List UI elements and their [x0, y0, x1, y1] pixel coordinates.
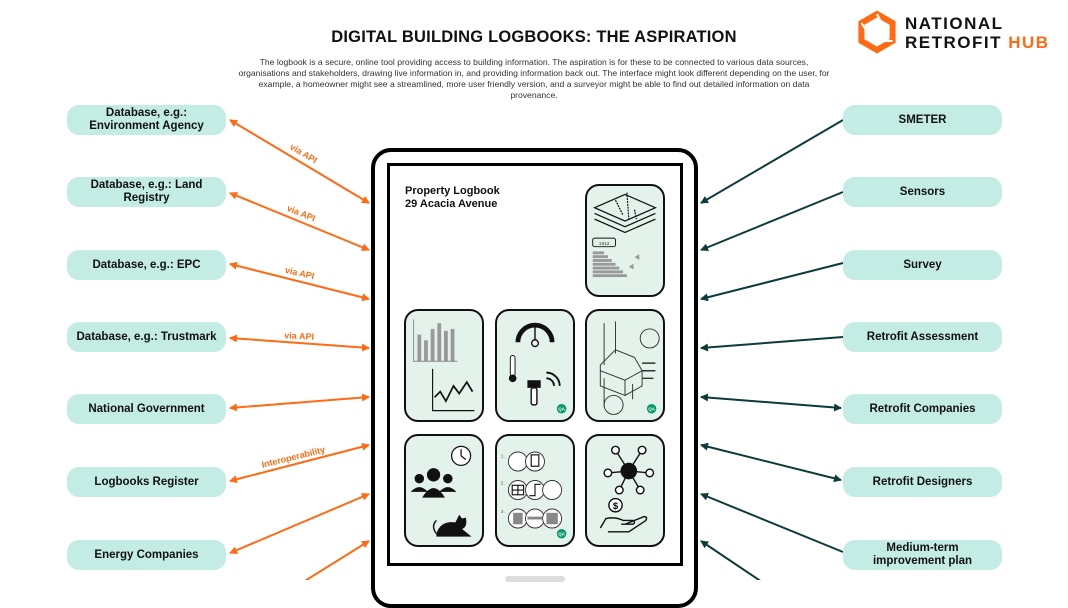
tile-retrofit-measures: 1. 2. 3. QA: [495, 434, 575, 547]
arrow-retrofit-assessment: [700, 336, 844, 352]
node-survey: Survey: [843, 250, 1002, 280]
house-diagram-icon: QA: [599, 321, 660, 415]
node-logbooks-register: Logbooks Register: [67, 467, 226, 497]
qa-badge: QA: [558, 532, 564, 537]
node-sensors: Sensors: [843, 177, 1002, 207]
connection-arrows: via API via API via API via API Interope…: [229, 119, 844, 580]
tile-sensors: QA: [495, 309, 575, 422]
logo-text-hub: HUB: [1008, 33, 1050, 52]
arrow-smeter: [700, 119, 844, 204]
qa-badge: QA: [558, 407, 564, 412]
tile-house-survey: QA: [585, 309, 665, 422]
property-title: Property Logbook: [405, 185, 500, 197]
node-trustmark: Database, e.g.: Trustmark: [67, 322, 226, 352]
node-smeter: SMETER: [843, 105, 1002, 135]
svg-text:$: $: [613, 501, 619, 512]
arrow-environment-agency: [229, 119, 370, 204]
arrow-retrofit-designers: [700, 442, 842, 483]
tile-network-finance: $: [585, 434, 665, 547]
logo-text-retrofit: RETROFIT: [905, 33, 1002, 52]
edge-label: via API: [288, 141, 319, 165]
tile-occupants: [404, 434, 484, 547]
node-environment-agency: Database, e.g.: Environment Agency: [67, 105, 226, 135]
edge-label: via API: [284, 330, 314, 342]
node-epc: Database, e.g.: EPC: [67, 250, 226, 280]
arrow-logbooks-register: [229, 442, 370, 484]
node-national-government: National Government: [67, 394, 226, 424]
tablet-home-button: [505, 576, 565, 582]
arrow-epc: [229, 261, 370, 302]
qa-badge: QA: [648, 407, 654, 412]
description: The logbook is a secure, online tool pro…: [238, 57, 830, 100]
arrow-land-registry: [229, 191, 370, 252]
edge-label: via API: [285, 203, 316, 223]
tile-building-layers: 1912: [585, 184, 665, 297]
node-energy-companies: Energy Companies: [67, 540, 226, 570]
network-finance-icon: $: [599, 445, 655, 533]
occupants-icon: [410, 445, 472, 537]
arrow-offscreen-right: [700, 540, 761, 580]
logo-text-national: NATIONAL: [905, 14, 1004, 33]
arrow-national-government: [229, 393, 370, 412]
arrow-improvement-plan: [700, 492, 844, 553]
node-land-registry: Database, e.g.: Land Registry: [67, 177, 226, 207]
tile-energy-charts: [404, 309, 484, 422]
building-layers-icon: 1912: [592, 192, 657, 278]
charts-icon: [413, 319, 475, 412]
arrow-retrofit-companies: [700, 393, 842, 412]
hexagon-logo-icon: [858, 10, 896, 54]
edge-label: Interoperability: [261, 444, 327, 469]
node-retrofit-companies: Retrofit Companies: [843, 394, 1002, 424]
node-retrofit-designers: Retrofit Designers: [843, 467, 1002, 497]
arrow-energy-companies: [229, 493, 370, 554]
property-address: 29 Acacia Avenue: [405, 198, 498, 210]
page-title: DIGITAL BUILDING LOGBOOKS: THE ASPIRATIO…: [331, 28, 737, 46]
node-improvement-plan: Medium-term improvement plan: [843, 540, 1002, 570]
arrow-survey: [700, 262, 844, 302]
node-retrofit-assessment: Retrofit Assessment: [843, 322, 1002, 352]
build-year: 1912: [599, 241, 610, 247]
step-label: 1.: [501, 454, 505, 460]
sensors-icon: QA: [508, 322, 567, 414]
arrow-sensors: [700, 191, 844, 252]
step-label: 3.: [501, 509, 505, 515]
arrow-offscreen-left: [304, 540, 370, 580]
step-label: 2.: [501, 480, 505, 486]
arrow-trustmark: [229, 334, 370, 352]
retrofit-measures-icon: 1. 2. 3. QA: [501, 451, 567, 539]
